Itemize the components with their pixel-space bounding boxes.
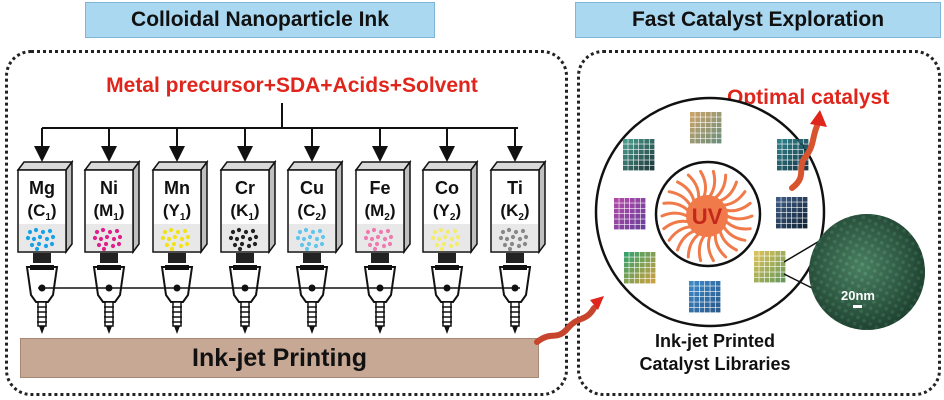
cartridge-code-label: (M2)	[364, 201, 395, 223]
printhead-icon	[25, 253, 59, 334]
printhead-icon	[295, 253, 329, 334]
catalyst-library-icon	[689, 281, 721, 313]
cartridge-fe: Fe (M2)	[354, 128, 412, 334]
cartridge-code-label: (K2)	[500, 201, 529, 223]
cartridge-ni: Ni (M1)	[83, 128, 141, 334]
printhead-icon	[498, 253, 532, 334]
printhead-icon	[160, 253, 194, 334]
cartridge-element-label: Cu	[300, 178, 324, 198]
cartridge-code-label: (Y1)	[163, 201, 191, 223]
cartridge-code-label: (C2)	[297, 201, 326, 223]
catalyst-library-icon	[624, 252, 656, 284]
catalyst-library-icon	[690, 112, 722, 144]
catalyst-library-icon	[754, 251, 786, 283]
cartridge-element-label: Ni	[100, 178, 118, 198]
cartridge-element-label: Mg	[29, 178, 55, 198]
cartridge-mn: Mn (Y1)	[151, 128, 209, 334]
library-caption-line1: Ink-jet Printed	[654, 331, 775, 351]
left-panel-title: Colloidal Nanoparticle Ink	[85, 2, 435, 38]
transfer-arrow-icon	[534, 296, 604, 345]
cartridge-mg: Mg (C1)	[16, 128, 74, 334]
optimal-arrow-icon	[789, 110, 827, 191]
left-panel	[5, 50, 568, 396]
cartridge-element-label: Ti	[507, 178, 523, 198]
cartridge-co: Co (Y2)	[421, 128, 479, 334]
printing-label: Ink-jet Printing	[192, 344, 367, 372]
cartridge-code-label: (M1)	[93, 201, 124, 223]
uv-label: UV	[692, 204, 723, 229]
catalyst-library-icon	[776, 197, 808, 229]
library-caption-line2: Catalyst Libraries	[639, 354, 791, 374]
scale-bar-label: 20nm	[841, 288, 875, 303]
cartridge-code-label: (C1)	[27, 201, 56, 223]
catalyst-library-icon	[623, 139, 655, 171]
cartridge-code-label: (K1)	[230, 201, 259, 223]
precursor-text: Metal precursor+SDA+Acids+Solvent	[106, 74, 478, 97]
ink-cartridge-diagram: Mg (C1) Ni (M1) Mn (Y1) Cr (K1) Cu (C2) Fe (M2) Co (Y…	[16, 103, 547, 334]
optimal-catalyst-label: Optimal catalyst	[727, 86, 890, 109]
inkjet-printing-bar: Ink-jet Printing	[20, 338, 539, 378]
cartridge-code-label: (Y2)	[433, 201, 461, 223]
tem-image-icon	[809, 214, 925, 330]
uv-sun-icon	[660, 169, 754, 263]
printhead-icon	[430, 253, 464, 334]
cartridge-ti: Ti (K2)	[489, 128, 547, 334]
cartridge-cu: Cu (C2)	[286, 128, 344, 334]
right-panel-title: Fast Catalyst Exploration	[575, 2, 941, 38]
cartridge-element-label: Fe	[369, 178, 390, 198]
right-panel	[577, 50, 941, 396]
catalyst-library-icon	[614, 198, 646, 230]
scale-bar	[853, 305, 862, 308]
cartridge-element-label: Co	[435, 178, 459, 198]
cartridge-cr: Cr (K1)	[219, 128, 277, 334]
printhead-icon	[92, 253, 126, 334]
cartridge-element-label: Cr	[235, 178, 255, 198]
cartridge-element-label: Mn	[164, 178, 190, 198]
